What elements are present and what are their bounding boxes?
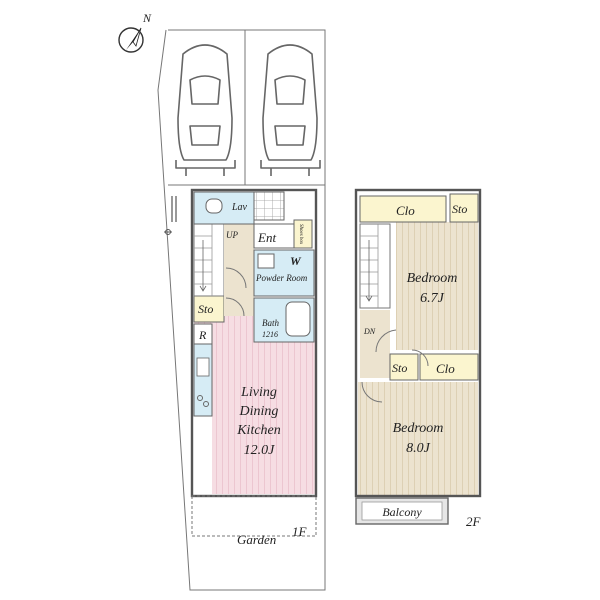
floor2-outer-wall <box>354 188 482 498</box>
stair-2f <box>359 223 391 309</box>
label-1f: 1F <box>292 524 308 539</box>
car-icon <box>260 44 321 176</box>
storage-mid <box>389 353 419 381</box>
bedroom-b-floor <box>358 382 478 496</box>
compass-needle-half <box>132 27 142 47</box>
label-ldk-3: Kitchen <box>236 423 281 438</box>
label-ent: Ent <box>257 230 276 245</box>
stair-up-arrow <box>199 240 207 292</box>
label-shoes-box: Shoes box <box>298 224 303 245</box>
label-bedroom-b: Bedroom <box>393 421 444 436</box>
shoes-box <box>293 219 313 249</box>
closet-mid <box>419 353 479 381</box>
entrance-tile <box>253 191 285 221</box>
label-powder-room: Powder Room <box>255 273 308 283</box>
garden-area <box>191 495 317 537</box>
ldk-floor <box>212 340 316 494</box>
label-bath-size: 1216 <box>262 330 278 339</box>
compass: N <box>118 11 152 53</box>
label-up: UP <box>226 230 238 240</box>
floor1-plan <box>190 188 318 537</box>
closet-top <box>359 195 447 223</box>
car-icon <box>175 44 236 176</box>
label-lav: Lav <box>231 202 248 213</box>
label-w: W <box>290 254 302 268</box>
label-ldk-2: Dining <box>239 404 279 419</box>
label-bedroom-b-size: 8.0J <box>406 441 431 456</box>
compass-north-label: N <box>142 11 152 25</box>
stair-down-arrow <box>365 240 373 302</box>
hall-2f-floor <box>360 310 390 378</box>
lavatory <box>193 191 255 225</box>
entrance <box>253 223 295 249</box>
label-2f: 2F <box>466 514 482 529</box>
label-sto-1f: Sto <box>198 302 213 316</box>
label-garden: Garden <box>237 532 276 547</box>
label-clo-top: Clo <box>396 203 415 218</box>
sink-icon <box>196 357 210 377</box>
label-dn: DN <box>363 327 376 336</box>
site-boundary <box>157 29 326 591</box>
label-ldk-1: Living <box>240 385 277 400</box>
door-swing <box>375 329 397 353</box>
stove-icon <box>197 395 203 401</box>
toilet-icon <box>205 198 223 214</box>
wash-basin-icon <box>257 253 275 269</box>
label-bedroom-a: Bedroom <box>407 271 458 286</box>
label-sto-mid: Sto <box>392 361 407 375</box>
floor2-plan <box>354 188 482 525</box>
label-sto-top: Sto <box>452 202 467 216</box>
compass-needle <box>126 28 141 50</box>
door-swing <box>225 267 247 289</box>
gate-mark <box>164 196 177 235</box>
label-clo-mid: Clo <box>436 361 455 376</box>
fridge <box>193 323 213 345</box>
hall-floor <box>224 224 254 316</box>
storage-top <box>449 193 479 223</box>
label-r: R <box>198 328 207 342</box>
label-balcony: Balcony <box>382 505 422 519</box>
bathtub-icon <box>285 301 311 337</box>
label-bath: Bath <box>262 318 279 328</box>
label-ldk-size: 12.0J <box>244 443 276 458</box>
bedroom-a-floor <box>396 222 478 350</box>
kitchen-counter <box>193 343 213 417</box>
label-bedroom-a-size: 6.7J <box>420 291 445 306</box>
